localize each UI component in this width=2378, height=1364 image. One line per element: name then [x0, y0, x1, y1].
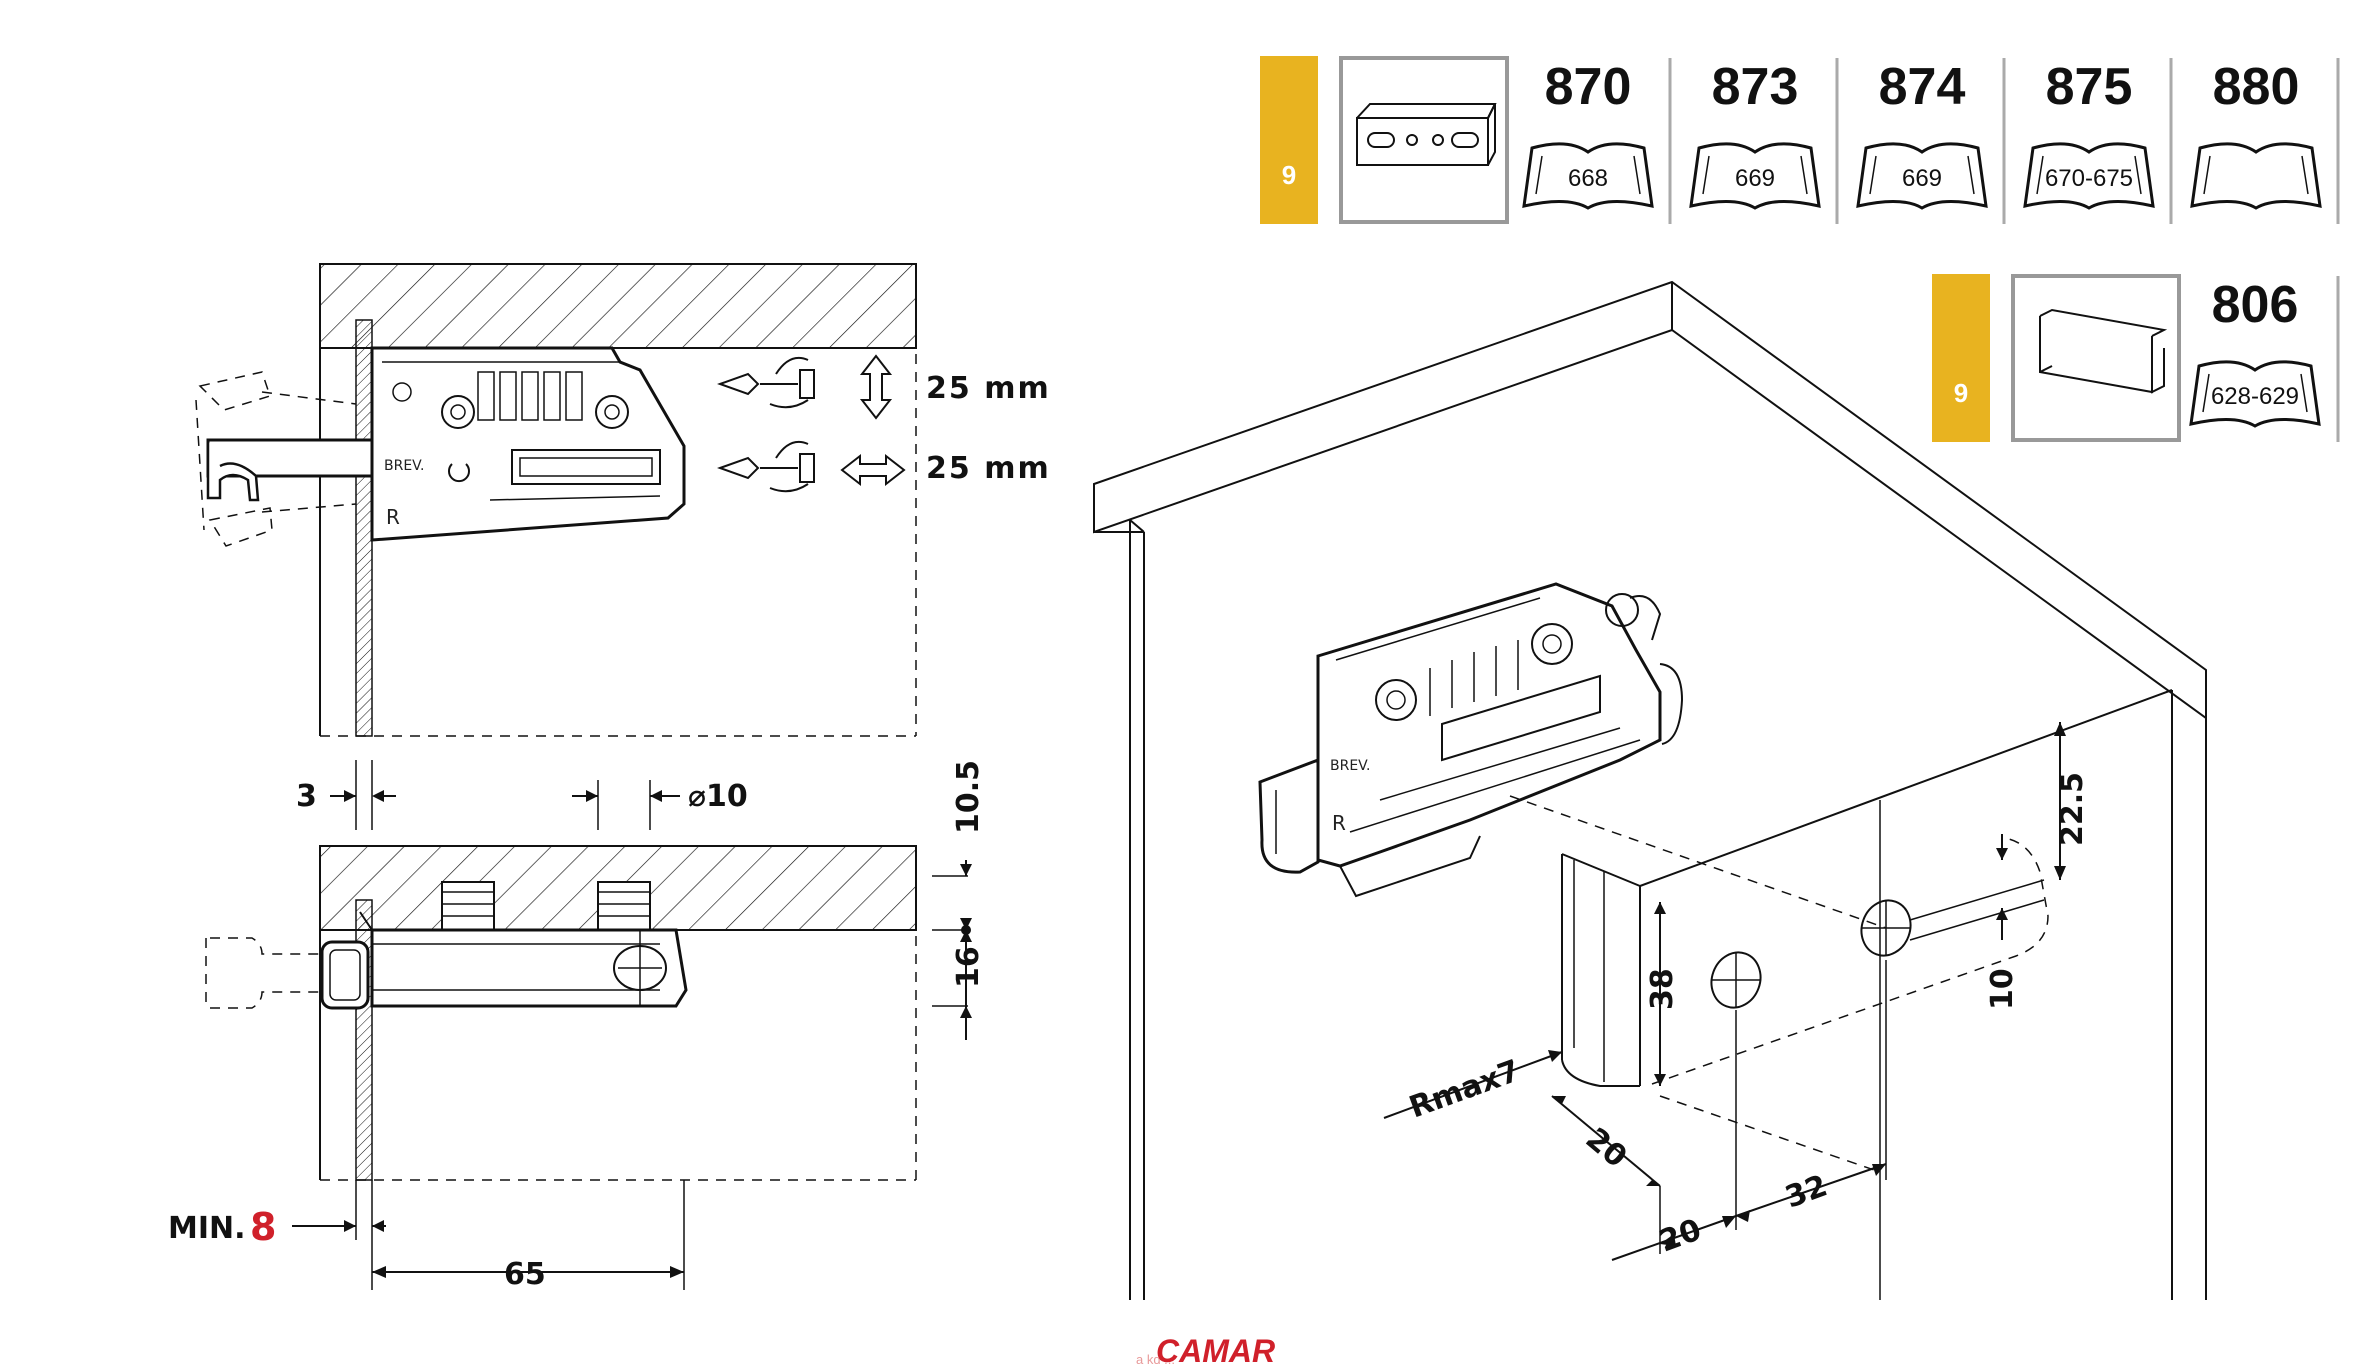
- horizontal-adjust-value: 25 mm: [926, 451, 1051, 486]
- iso-brev-label: BREV.: [1330, 758, 1370, 774]
- catalog-code: 874: [1879, 58, 1966, 116]
- catalog-code-cell: 870 668: [1522, 58, 1654, 210]
- category-badge-2: [1932, 274, 1990, 442]
- iso-dim-rmax: Rmax7: [1405, 1053, 1525, 1125]
- fixing-screw-1: [441, 881, 495, 931]
- category-number-2: 9: [1954, 378, 1968, 408]
- side-view: BREV. R 25 mm: [195, 263, 1051, 737]
- section-hook: [320, 911, 373, 1010]
- footer-faint-text: a kd ...: [1136, 1352, 1175, 1364]
- dim-min-value: 8: [250, 1205, 276, 1249]
- screwdriver-vertical-icon: [717, 356, 815, 409]
- catalog-code: 873: [1712, 58, 1799, 116]
- header-row-2: 9 806 628-629: [1932, 274, 2340, 442]
- header-row-1: 9 870 668 873 669 874 669 875 670-675 880: [1260, 56, 2340, 224]
- iso-dim-20b: 20: [1655, 1212, 1706, 1259]
- cabinet-side-panel: [355, 319, 373, 737]
- catalog-code-cell: 873 669: [1689, 58, 1821, 210]
- dim-min-label: MIN.: [168, 1211, 246, 1246]
- dim-diameter: ⌀10: [688, 779, 748, 814]
- catalog-code: 880: [2213, 58, 2300, 116]
- book-icon: [2023, 142, 2155, 210]
- catalog-page-ref: 670-675: [2045, 165, 2133, 192]
- mounting-plate-icon: [1356, 103, 1497, 166]
- horizontal-arrow-icon: [840, 453, 906, 487]
- angle-bracket-thumbnail: [2011, 274, 2181, 442]
- iso-bracket: BREV. R: [1258, 582, 1684, 898]
- book-icon: [2190, 142, 2322, 210]
- dim-thickness: 3: [296, 779, 317, 814]
- catalog-page-ref: 668: [1568, 165, 1608, 192]
- iso-dim-10: 10: [1985, 968, 2020, 1010]
- catalog-code-cell: 806 628-629: [2189, 276, 2321, 428]
- catalog-code-cell: 880: [2190, 58, 2322, 210]
- dim-top: 10.5: [951, 760, 986, 834]
- catalog-code-cell: 874 669: [1856, 58, 1988, 210]
- section-ghost-hook: [205, 937, 322, 1009]
- dim-height: 16: [951, 946, 986, 988]
- vertical-adjust-value: 25 mm: [926, 371, 1051, 406]
- catalog-page-ref: 628-629: [2211, 383, 2299, 410]
- iso-dim-22-5: 22.5: [2055, 772, 2090, 846]
- screwdriver-horizontal-icon: [717, 440, 815, 493]
- book-icon: [1689, 142, 1821, 210]
- book-icon: [1522, 142, 1654, 210]
- section-view: 3 ⌀10 10.5 16 MIN. 8 65: [168, 760, 986, 1292]
- catalog-code-cell: 875 670-675: [2023, 58, 2155, 210]
- hanger-bracket-body: BREV. R: [370, 346, 686, 542]
- angle-bracket-icon: [2039, 308, 2168, 394]
- section-bracket-body: [370, 928, 688, 1008]
- book-icon: [1856, 142, 1988, 210]
- ghost-positions: [195, 371, 357, 547]
- iso-r-label: R: [1332, 811, 1346, 835]
- iso-dim-20a: 20: [1579, 1121, 1633, 1175]
- category-badge: [1260, 56, 1318, 224]
- category-number: 9: [1282, 160, 1296, 190]
- catalog-code: 806: [2212, 276, 2299, 334]
- catalog-code: 870: [1545, 58, 1632, 116]
- brev-label: BREV.: [384, 458, 424, 474]
- mounting-plate-thumbnail: [1339, 56, 1509, 224]
- catalog-code: 875: [2046, 58, 2133, 116]
- fixing-screw-2: [597, 881, 651, 931]
- footer: a kd ... CAMAR: [1136, 1333, 1275, 1364]
- catalog-page-ref: 669: [1902, 165, 1942, 192]
- iso-dim-38: 38: [1645, 968, 1680, 1010]
- dim-length: 65: [504, 1257, 546, 1292]
- r-label: R: [386, 505, 400, 529]
- brand-logo: CAMAR: [1156, 1333, 1275, 1364]
- hook-arm: [206, 438, 374, 502]
- iso-dim-32: 32: [1781, 1168, 1832, 1215]
- vertical-arrow-icon: [859, 354, 893, 420]
- book-icon: [2189, 360, 2321, 428]
- cabinet-top-board: [319, 263, 917, 349]
- drill-hole-1: [1710, 951, 1762, 1009]
- catalog-page-ref: 669: [1735, 165, 1775, 192]
